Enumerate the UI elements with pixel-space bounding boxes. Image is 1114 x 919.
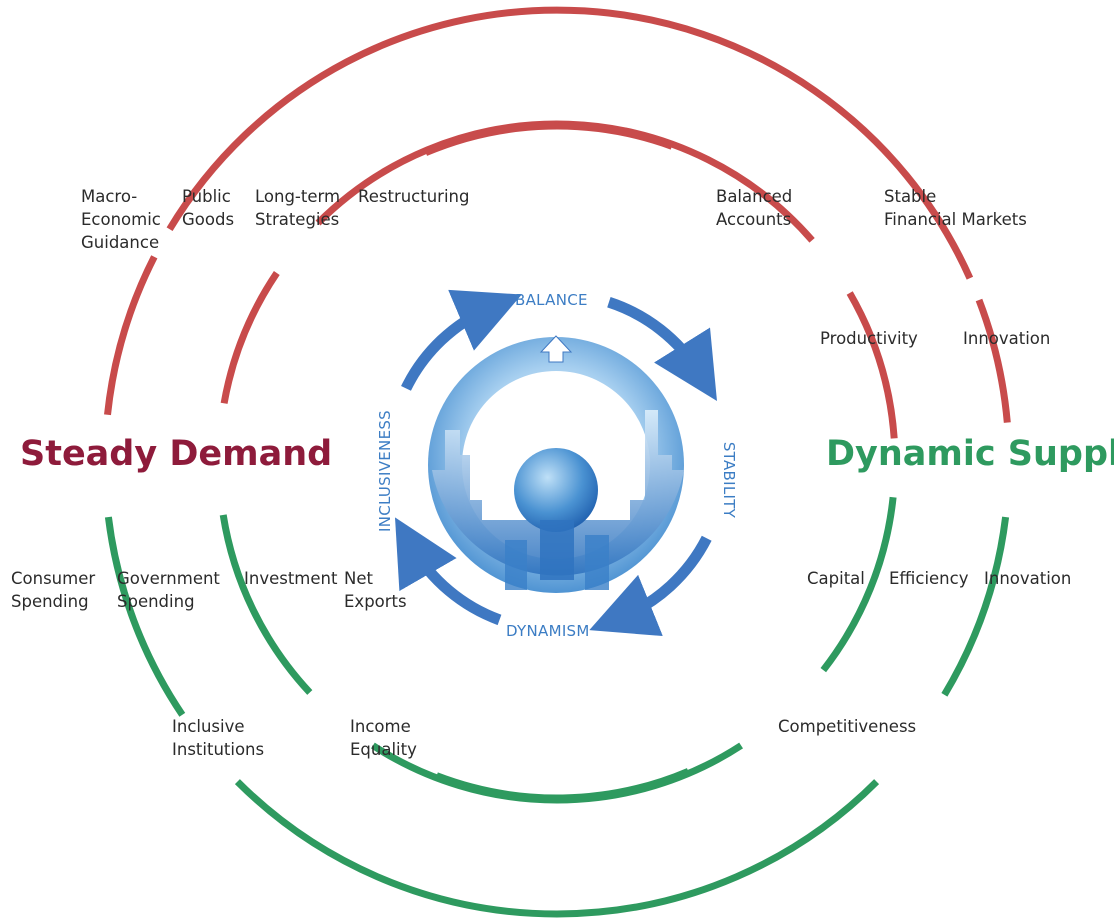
restructuring-label: Restructuring	[358, 187, 470, 206]
investment-label: Investment	[244, 569, 338, 588]
arc-outer-red-left	[104, 255, 158, 416]
arc-outer-red	[166, 6, 974, 280]
government-spending-label: Government Spending	[117, 569, 220, 611]
arc-outer-red-right	[975, 298, 1011, 423]
arc-outer-green-left	[104, 516, 186, 717]
arrow-dynamism-to-inclusiveness	[395, 517, 502, 626]
arc-inner-red	[424, 122, 674, 156]
long-term-strategies-label: Long-term Strategies	[255, 187, 341, 229]
city-globe-icon	[428, 335, 684, 593]
stability-label: STABILITY	[720, 441, 738, 519]
innovation-bottom-label: Innovation	[984, 569, 1072, 588]
up-arrow-icon	[539, 335, 573, 363]
arc-middle-red-right	[846, 291, 898, 439]
arc-middle-green-right	[820, 496, 897, 673]
net-exports-label: Net Exports	[344, 569, 407, 611]
inclusiveness-label: INCLUSIVENESS	[376, 409, 394, 533]
cycle-arrow-icon	[395, 289, 717, 637]
productivity-label: Productivity	[820, 329, 918, 348]
efficiency-label: Efficiency	[889, 569, 969, 588]
steady-demand-title: Steady Demand	[20, 434, 333, 474]
public-goods-label: Public Goods	[182, 187, 235, 229]
arc-outer-green-right	[941, 516, 1010, 697]
arc-group	[104, 6, 1011, 918]
arrow-balance-to-stability	[607, 296, 717, 401]
arrow-stability-to-dynamism	[589, 535, 712, 637]
balance-label: BALANCE	[515, 291, 588, 309]
arc-inner-green	[435, 768, 690, 802]
arc-middle-green-left	[219, 514, 313, 695]
consumer-spending-label: Consumer Spending	[11, 569, 96, 611]
dynamism-label: DYNAMISM	[506, 622, 590, 640]
competitiveness-label: Competitiveness	[778, 717, 917, 736]
innovation-top-label: Innovation	[963, 329, 1051, 348]
macro-economic-guidance-label: Macro- Economic Guidance	[81, 187, 161, 252]
arc-outer-green	[234, 779, 880, 918]
inclusive-institutions-label: Inclusive Institutions	[172, 717, 265, 759]
capital-label: Capital	[807, 569, 865, 588]
income-equality-label: Income Equality	[350, 717, 417, 759]
stable-financial-markets-label: Stable Financial Markets	[884, 187, 1027, 229]
arc-middle-red-left	[220, 271, 280, 404]
dynamic-supply-title: Dynamic Supply	[826, 434, 1114, 474]
balanced-accounts-label: Balanced Accounts	[716, 187, 793, 229]
arrow-inclusiveness-to-balance	[401, 289, 522, 391]
